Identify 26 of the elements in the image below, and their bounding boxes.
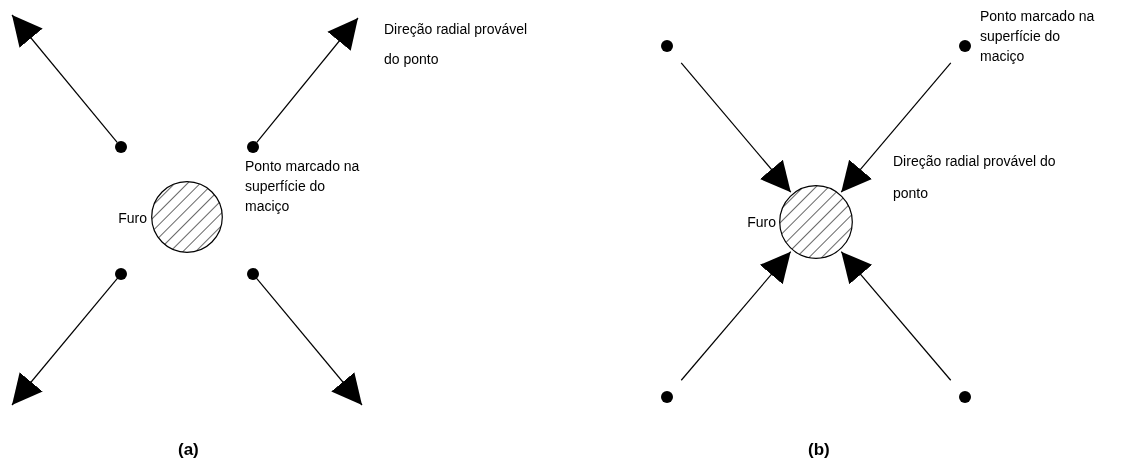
arrow	[680, 251, 792, 381]
arrow	[11, 278, 118, 406]
point-marker	[661, 391, 673, 403]
hole-label: Furo	[118, 210, 147, 226]
point-marker	[959, 40, 971, 52]
point-marker	[661, 40, 673, 52]
point-marker	[115, 268, 127, 280]
text-label: Ponto marcado na superfície do maciço	[245, 157, 361, 216]
text-label: Direção radial provável do ponto	[893, 152, 1057, 203]
panel-label: (b)	[808, 440, 830, 460]
point-marker	[247, 268, 259, 280]
text-label: Ponto marcado na superfície do maciço	[980, 7, 1096, 66]
hatched-hole	[779, 185, 853, 259]
text-label: Direção radial provável do ponto	[384, 20, 529, 69]
hatched-hole	[151, 181, 223, 253]
arrow	[256, 17, 359, 143]
arrow	[680, 62, 792, 193]
panel-label: (a)	[178, 440, 199, 460]
arrow	[11, 14, 118, 143]
arrow	[256, 278, 363, 406]
arrow	[840, 251, 952, 381]
point-marker	[247, 141, 259, 153]
point-marker	[115, 141, 127, 153]
hole-label: Furo	[747, 214, 776, 230]
point-marker	[959, 391, 971, 403]
arrow	[840, 62, 952, 193]
